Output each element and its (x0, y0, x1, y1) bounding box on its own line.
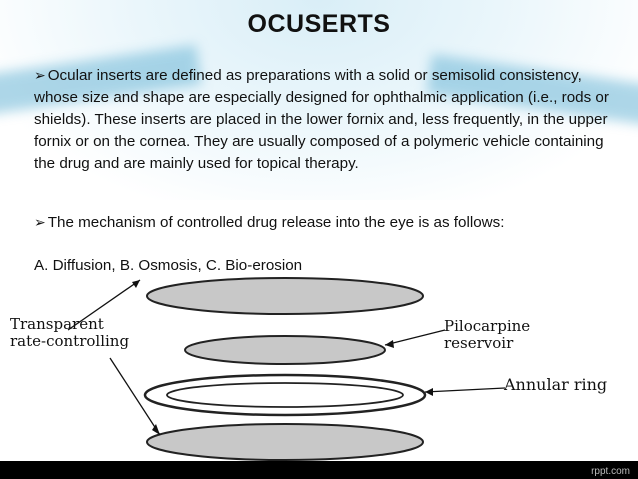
leader-arrowhead-bottom (152, 424, 160, 435)
leader-arrowhead-ring (425, 388, 433, 396)
bottom-membrane-disc (146, 423, 424, 461)
leader-line-pilocarpine (384, 329, 446, 346)
label-left-line2: rate-controlling (10, 332, 130, 350)
paragraph-definition: ➢Ocular inserts are defined as preparati… (34, 64, 609, 175)
label-pilo-line2: reservoir (444, 334, 514, 352)
mechanism-list: A. Diffusion, B. Osmosis, C. Bio-erosion (34, 257, 303, 274)
label-transparent-rate-controlling: Transparent rate-controlling (10, 316, 129, 350)
paragraph-definition-text: Ocular inserts are defined as preparatio… (34, 67, 609, 172)
slide-title: OCUSERTS (247, 10, 391, 38)
pilocarpine-reservoir-disc (184, 335, 386, 365)
top-membrane-disc (146, 277, 424, 315)
leader-line-top (67, 279, 141, 331)
arrow-bullet-icon: ➢ (34, 67, 46, 83)
footer-watermark: rppt.com (591, 466, 630, 477)
annular-ring-outer (143, 373, 427, 417)
leader-arrowhead-pilocarpine (385, 340, 394, 348)
label-annular-ring: Annular ring (504, 375, 608, 394)
leader-line-ring (424, 387, 506, 393)
label-pilo-line1: Pilocarpine (444, 317, 531, 335)
label-pilocarpine-reservoir: Pilocarpine reservoir (444, 318, 530, 352)
arrow-bullet-icon: ➢ (34, 214, 46, 230)
paragraph-mechanism: ➢The mechanism of controlled drug releas… (34, 211, 609, 234)
leader-line-bottom (109, 357, 161, 436)
label-left-line1: Transparent (10, 315, 104, 333)
bottom-bar (0, 461, 638, 479)
ocusert-diagram (67, 277, 506, 461)
paragraph-mechanism-text: The mechanism of controlled drug release… (47, 214, 505, 231)
leader-arrowhead-top (132, 280, 140, 288)
annular-ring-inner (166, 382, 404, 408)
